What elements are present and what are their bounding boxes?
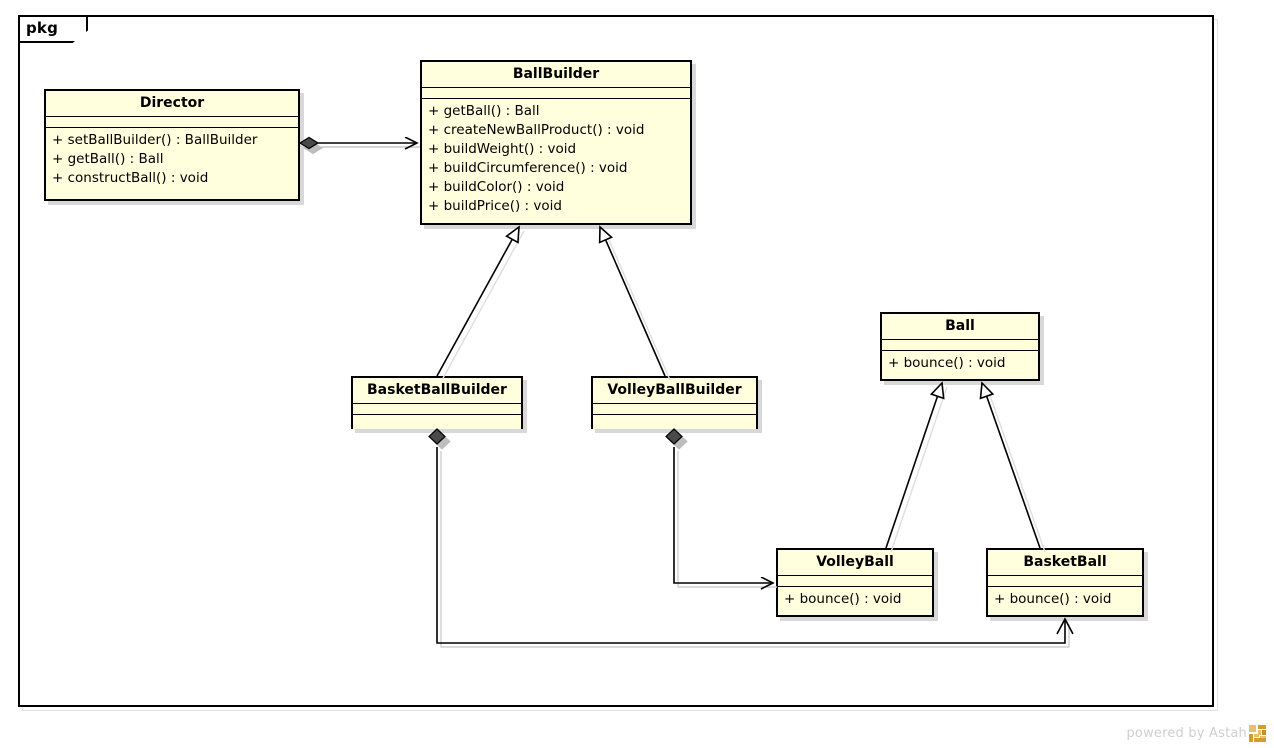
operation-item: + bounce() : void [994,591,1112,608]
class-box-ballbuilder[interactable]: BallBuilder + getBall() : Ball + createN… [420,60,692,225]
class-box-volleyballbuilder[interactable]: VolleyBallBuilder [591,376,758,430]
class-name-ball: Ball [882,314,1038,341]
class-attributes-volleyball [778,576,932,588]
class-name-basketballbuilder: BasketBallBuilder [353,378,521,405]
class-attributes-volleyballbuilder [593,404,756,416]
class-box-basketball[interactable]: BasketBall + bounce() : void [986,548,1144,617]
watermark: powered by Astah [1126,725,1266,742]
class-attributes-basketballbuilder [353,404,521,416]
class-operations-ball: + bounce() : void [882,351,1038,378]
operation-item: + constructBall() : void [52,170,209,187]
class-box-ball[interactable]: Ball + bounce() : void [880,312,1040,381]
class-attributes-director [46,117,298,129]
operation-item: + bounce() : void [888,355,1006,372]
class-attributes-ballbuilder [422,88,690,100]
operation-item: + buildCircumference() : void [428,160,628,177]
class-attributes-basketball [988,576,1142,588]
class-operations-volleyballbuilder [593,415,756,430]
class-name-volleyball: VolleyBall [778,550,932,577]
class-name-ballbuilder: BallBuilder [422,62,690,89]
class-name-volleyballbuilder: VolleyBallBuilder [593,378,756,405]
class-name-director: Director [46,91,298,118]
package-tab [18,15,88,43]
watermark-text: powered by Astah [1126,726,1247,741]
class-attributes-ball [882,340,1038,352]
class-operations-basketball: + bounce() : void [988,587,1142,614]
class-name-basketball: BasketBall [988,550,1142,577]
operation-item: + createNewBallProduct() : void [428,122,645,139]
operation-item: + buildPrice() : void [428,198,562,215]
astah-logo-icon [1249,725,1266,742]
operation-item: + bounce() : void [784,591,902,608]
class-box-volleyball[interactable]: VolleyBall + bounce() : void [776,548,934,617]
operation-item: + setBallBuilder() : BallBuilder [52,132,258,149]
class-box-basketballbuilder[interactable]: BasketBallBuilder [351,376,523,430]
class-operations-director: + setBallBuilder() : BallBuilder + getBa… [46,128,298,193]
class-operations-volleyball: + bounce() : void [778,587,932,614]
operation-item: + getBall() : Ball [52,151,164,168]
class-operations-basketballbuilder [353,415,521,430]
operation-item: + getBall() : Ball [428,103,540,120]
operation-item: + buildWeight() : void [428,141,577,158]
package-label: pkg [26,19,59,37]
class-operations-ballbuilder: + getBall() : Ball + createNewBallProduc… [422,99,690,221]
class-box-director[interactable]: Director + setBallBuilder() : BallBuilde… [44,89,300,201]
operation-item: + buildColor() : void [428,179,565,196]
